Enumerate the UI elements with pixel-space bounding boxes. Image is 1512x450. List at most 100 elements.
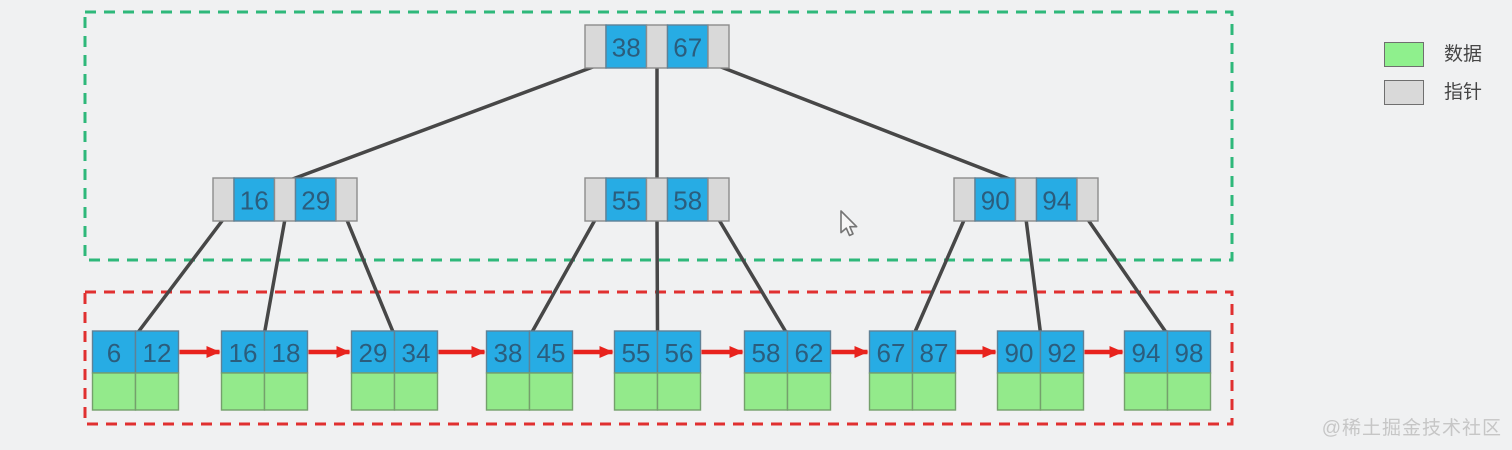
key-value: 56 — [665, 338, 694, 368]
data-cell — [1166, 372, 1212, 411]
key-cell — [666, 177, 709, 222]
tree-edge — [1024, 217, 1043, 335]
key-value: 67 — [673, 33, 702, 63]
pointer-cell — [335, 177, 358, 222]
pointer-cell — [584, 24, 607, 69]
data-cell — [743, 372, 789, 411]
key-value: 29 — [359, 338, 388, 368]
legend: 数据 指针 — [1384, 42, 1482, 105]
pointer-cell — [707, 24, 730, 69]
data-cell — [134, 372, 180, 411]
key-value: 16 — [229, 338, 258, 368]
data-cell — [996, 372, 1042, 411]
leaf-node: 67 87 — [868, 330, 957, 411]
key-cell — [605, 177, 648, 222]
data-cell — [1039, 372, 1085, 411]
key-value: 16 — [240, 186, 269, 216]
internal-node: 90 94 — [953, 177, 1099, 222]
key-value: 29 — [301, 186, 330, 216]
key-value: 90 — [981, 186, 1010, 216]
leaf-node: 90 92 — [996, 330, 1085, 411]
leaf-node: 29 34 — [350, 330, 439, 411]
tree-edge — [344, 217, 396, 335]
key-cell — [233, 177, 276, 222]
key-cell — [485, 330, 531, 374]
internal-node: 55 58 — [584, 177, 730, 222]
legend-pointer-label: 指针 — [1444, 82, 1483, 103]
pointer-cell — [645, 24, 669, 69]
data-cell — [220, 372, 266, 411]
data-cell — [911, 372, 957, 411]
key-value: 92 — [1048, 338, 1077, 368]
data-cell — [528, 372, 574, 411]
key-value: 38 — [612, 33, 641, 63]
key-value: 94 — [1132, 338, 1161, 368]
key-cell — [294, 177, 337, 222]
key-cell — [613, 330, 659, 374]
key-cell — [528, 330, 574, 374]
data-cell — [656, 372, 702, 411]
pointer-cell — [273, 177, 297, 222]
legend-item-pointer: 指针 — [1384, 80, 1482, 105]
tree-edge — [135, 217, 226, 335]
data-color-swatch — [1384, 42, 1424, 67]
key-value: 55 — [612, 186, 641, 216]
pointer-color-swatch — [1384, 80, 1424, 105]
key-value: 98 — [1175, 338, 1204, 368]
pointer-cell — [1076, 177, 1099, 222]
pointer-cell — [1014, 177, 1038, 222]
leaf-node: 94 98 — [1123, 330, 1212, 411]
tree-edge — [529, 217, 598, 335]
key-value: 90 — [1005, 338, 1034, 368]
key-value: 38 — [494, 338, 523, 368]
data-cell — [485, 372, 531, 411]
key-cell — [263, 330, 309, 374]
pointer-cell — [584, 177, 607, 222]
tree-edge — [1085, 217, 1169, 335]
key-value: 94 — [1042, 186, 1071, 216]
legend-data-label: 数据 — [1444, 44, 1483, 65]
tree-edge — [288, 64, 598, 182]
key-value: 55 — [622, 338, 651, 368]
key-cell — [786, 330, 832, 374]
tree-edge — [262, 217, 287, 335]
data-cell — [868, 372, 914, 411]
root-node: 38 67 — [584, 24, 730, 69]
index-region-box — [83, 10, 1234, 262]
legend-item-data: 数据 — [1384, 42, 1482, 67]
data-cell — [786, 372, 832, 411]
key-value: 87 — [920, 338, 949, 368]
leaf-node: 58 62 — [743, 330, 832, 411]
tree-edge — [716, 217, 789, 335]
pointer-cell — [707, 177, 730, 222]
key-value: 34 — [402, 338, 431, 368]
key-cell — [666, 24, 709, 69]
pointer-cell — [645, 177, 669, 222]
tree-edge — [912, 217, 967, 335]
key-value: 58 — [673, 186, 702, 216]
key-value: 62 — [795, 338, 824, 368]
key-cell — [656, 330, 702, 374]
key-cell — [974, 177, 1017, 222]
pointer-cell — [212, 177, 235, 222]
key-value: 45 — [537, 338, 566, 368]
data-cell — [393, 372, 439, 411]
data-cell — [350, 372, 396, 411]
key-value: 18 — [272, 338, 301, 368]
mouse-cursor — [840, 210, 858, 237]
data-cell — [1123, 372, 1169, 411]
tree-edge — [716, 64, 1014, 182]
tree-edge — [655, 217, 660, 335]
key-cell — [1039, 330, 1085, 374]
watermark: @稀土掘金技术社区 — [1321, 418, 1502, 439]
key-value: 67 — [877, 338, 906, 368]
leaf-node: 55 56 — [613, 330, 702, 411]
data-cell — [263, 372, 309, 411]
key-value: 58 — [752, 338, 781, 368]
data-cell — [613, 372, 659, 411]
data-cell — [91, 372, 137, 411]
